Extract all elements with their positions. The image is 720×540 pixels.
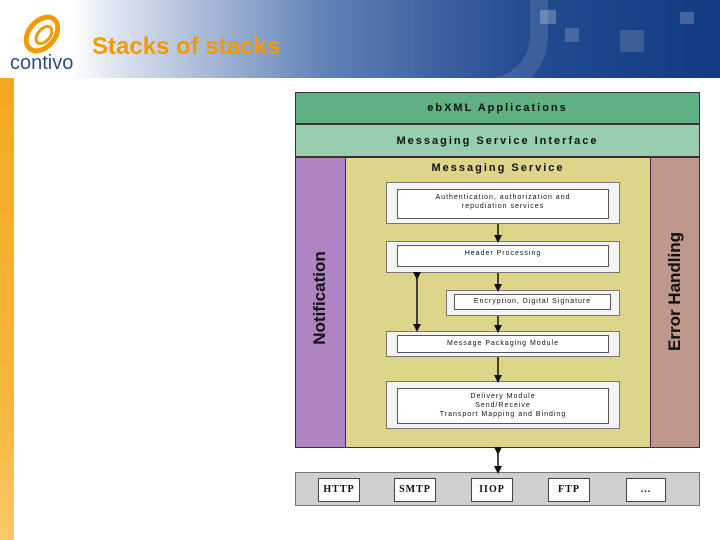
header-processing-label: Header Processing	[397, 245, 609, 267]
delivery-line2: Send/Receive	[475, 402, 531, 409]
ebxml-applications-layer: ebXML Applications	[295, 92, 700, 124]
header-square	[680, 12, 694, 24]
auth-module-label: Authentication, authorization and repudi…	[397, 189, 609, 219]
error-handling-column	[650, 157, 700, 448]
protocol-smtp: SMTP	[394, 478, 436, 502]
auth-module-line2: repudiation services	[461, 203, 545, 210]
protocol-more: ...	[626, 478, 666, 502]
ebxml-applications-label: ebXML Applications	[427, 102, 568, 114]
auth-module-line1: Authentication, authorization and	[435, 194, 571, 201]
protocol-iiop: IIOP	[471, 478, 513, 502]
header-banner	[0, 0, 720, 78]
page-title: Stacks of stacks	[92, 33, 281, 60]
left-accent-bar	[0, 78, 14, 540]
protocol-ftp: FTP	[548, 478, 590, 502]
header-square	[540, 10, 556, 24]
notification-column	[295, 157, 346, 448]
delivery-line1: Delivery Module	[470, 393, 536, 400]
header-decoration	[440, 0, 548, 78]
messaging-service-interface-label: Messaging Service Interface	[396, 135, 599, 147]
logo-text: contivo	[10, 52, 74, 74]
packaging-label: Message Packaging Module	[397, 335, 609, 353]
protocol-http: HTTP	[318, 478, 360, 502]
encryption-label: Encryption, Digital Signature	[454, 294, 611, 310]
delivery-label: Delivery Module Send/Receive Transport M…	[397, 388, 609, 424]
header-square	[620, 30, 644, 52]
delivery-line3: Transport Mapping and Binding	[439, 411, 567, 418]
messaging-service-interface-layer: Messaging Service Interface	[295, 124, 700, 157]
messaging-service-label: Messaging Service	[431, 162, 565, 174]
header-square	[565, 28, 579, 42]
contivo-logo-icon	[23, 14, 61, 54]
